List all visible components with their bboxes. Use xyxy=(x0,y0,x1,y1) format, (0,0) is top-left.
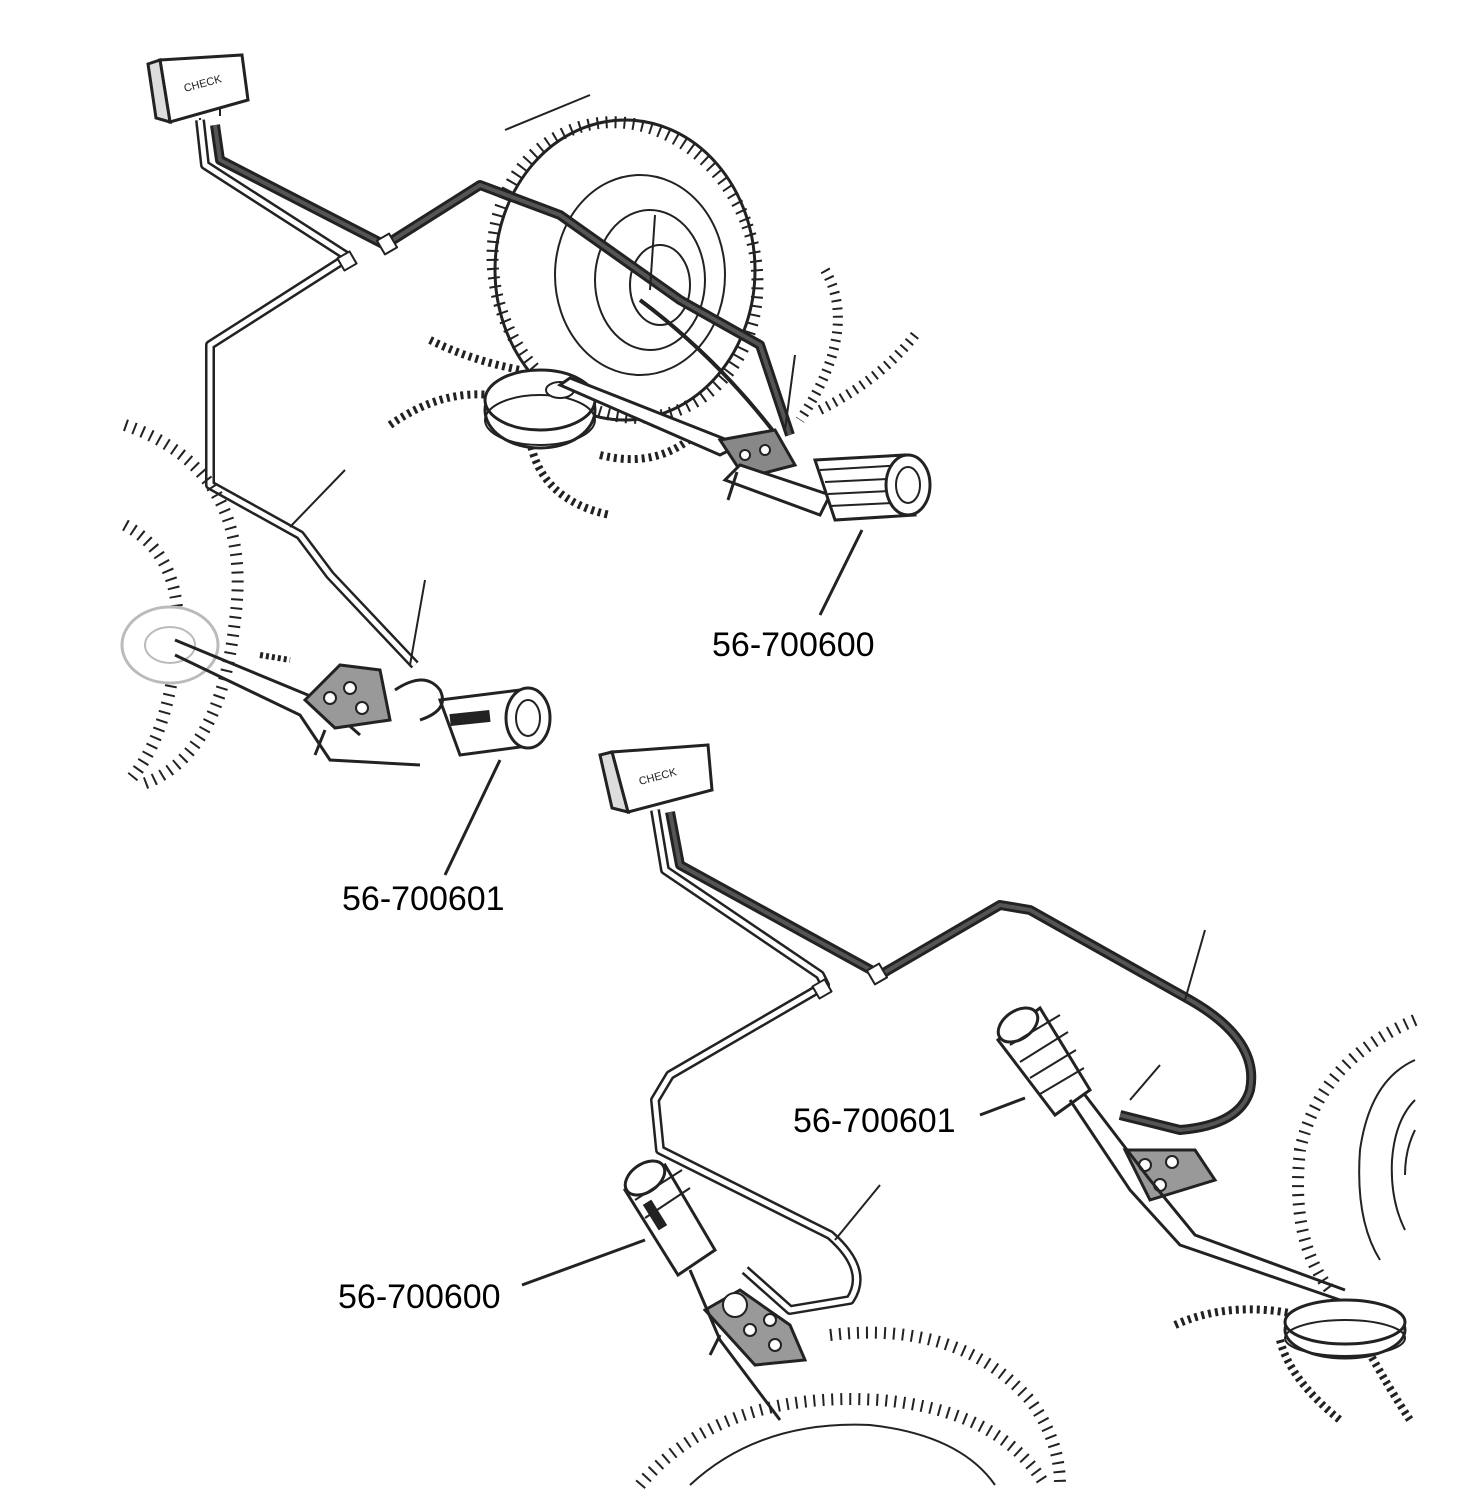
top-assembly: CHECK xyxy=(120,53,932,876)
part-number-callout: 56-700600 xyxy=(712,626,875,664)
chain-icon xyxy=(817,331,919,415)
chain-icon xyxy=(795,267,843,423)
actuator-icon xyxy=(622,1159,808,1421)
bottom-assembly: CHECK xyxy=(521,743,1418,1489)
part-number-callout: 56-700600 xyxy=(338,1278,501,1316)
leader-line xyxy=(979,1096,1026,1117)
chain-spindle-icon xyxy=(1173,1298,1414,1424)
tire-icon xyxy=(1292,1014,1418,1294)
actuator-icon xyxy=(174,638,552,767)
chain-spindle-icon xyxy=(387,336,744,519)
tire-icon xyxy=(120,419,244,791)
leader-line xyxy=(818,529,864,616)
tire-icon xyxy=(635,1326,1066,1489)
control-box-icon: CHECK xyxy=(598,743,714,815)
part-number-callout: 56-700601 xyxy=(793,1102,956,1140)
cable-harness xyxy=(195,119,796,669)
actuator-icon xyxy=(717,428,932,522)
tire-icon xyxy=(486,94,764,424)
actuator-icon xyxy=(995,1005,1346,1302)
leader-line xyxy=(521,1238,646,1287)
control-box-icon: CHECK xyxy=(146,53,250,126)
cable-harness xyxy=(650,809,1257,1315)
leader-line xyxy=(443,759,502,876)
part-number-callout: 56-700601 xyxy=(342,880,505,918)
